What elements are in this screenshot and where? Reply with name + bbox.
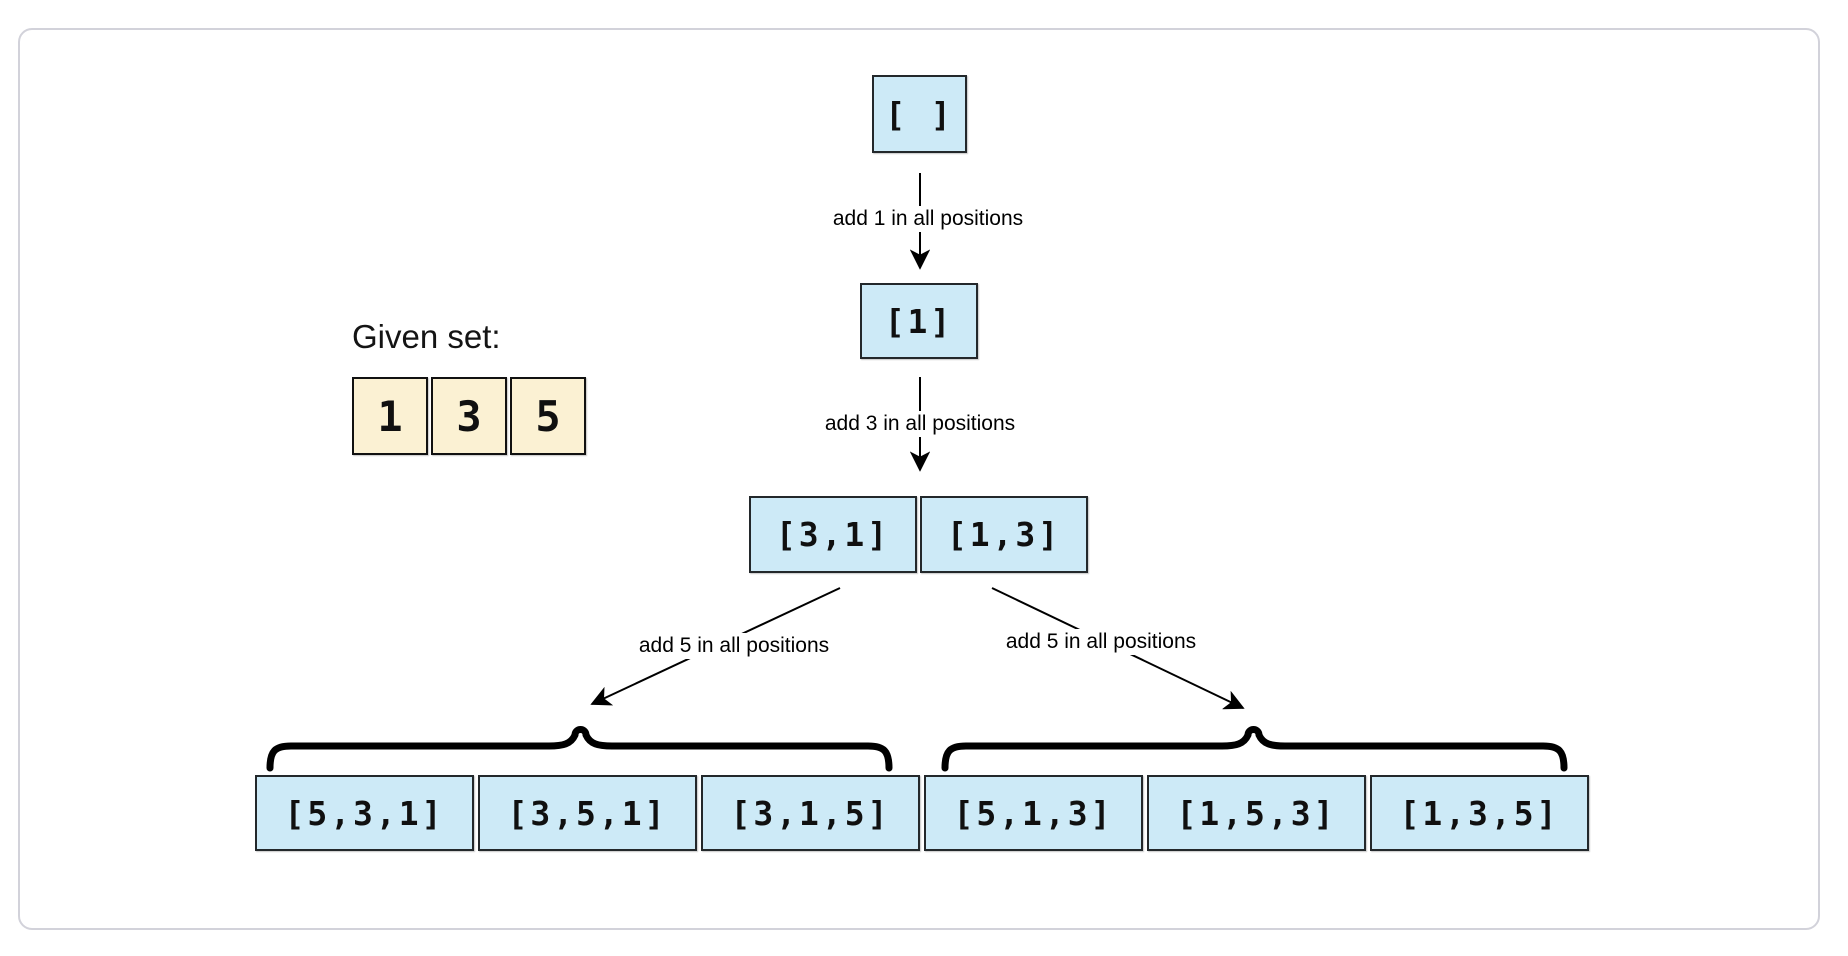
given-set-row: 1 3 5: [352, 377, 586, 455]
given-set-item: 5: [510, 377, 586, 455]
permutation-row: [5,3,1] [3,5,1] [3,1,5] [5,1,3] [1,5,3] …: [255, 775, 1589, 851]
edge-label-add3: add 3 in all positions: [819, 411, 1021, 437]
permutation-node: [1,5,3]: [1147, 775, 1366, 851]
edge-label-add5-right: add 5 in all positions: [1000, 629, 1202, 655]
edge-label-add5-left: add 5 in all positions: [633, 633, 835, 659]
given-set-item: 1: [352, 377, 428, 455]
permutation-node: [5,3,1]: [255, 775, 474, 851]
permutation-node: [3,1,5]: [701, 775, 920, 851]
permutation-node: [1,3,5]: [1370, 775, 1589, 851]
tree-level2-node: [1,3]: [920, 496, 1088, 573]
permutation-node: [5,1,3]: [924, 775, 1143, 851]
tree-root-node: [ ]: [872, 75, 967, 153]
edge-label-add1: add 1 in all positions: [827, 206, 1029, 232]
tree-level2-node: [3,1]: [749, 496, 917, 573]
tree-level1-node: [1]: [860, 283, 978, 359]
given-set-label: Given set:: [352, 318, 501, 355]
given-set-item: 3: [431, 377, 507, 455]
permutation-node: [3,5,1]: [478, 775, 697, 851]
